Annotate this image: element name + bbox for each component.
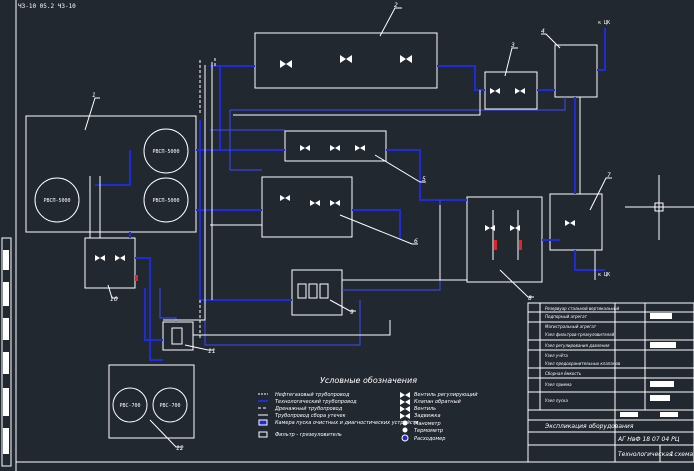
booster-box-10 — [84, 237, 136, 289]
tank-2 — [143, 128, 189, 174]
tb-row-6: Узел предохранительных клапанов — [545, 361, 621, 366]
cursor-crosshair — [625, 175, 694, 240]
tb-sheet-no: 1 — [670, 451, 674, 458]
legend-right-4: Манометр — [414, 421, 441, 427]
drain-tank-1-label: РВС-700 — [119, 403, 140, 409]
tank-farm-block — [25, 115, 197, 233]
drain-tank-1 — [112, 387, 148, 423]
red-markers — [135, 240, 522, 281]
callout-9: 9 — [350, 309, 354, 316]
drain-tank-block — [108, 364, 195, 439]
legend-right-0: Вентиль регулирующий — [414, 392, 478, 398]
callout-8: 8 — [528, 295, 532, 302]
callout-6: 6 — [414, 238, 418, 245]
equipment-boxes — [84, 32, 603, 351]
callout-4: 4 — [541, 28, 545, 35]
legend-left-4: Камера пуска очистных и диагностических … — [275, 420, 418, 426]
callout-numbers: 1 2 3 4 5 6 7 8 9 10 11 12 — [92, 2, 611, 452]
tank-3 — [143, 177, 189, 223]
legend-right-texts: Вентиль регулирующий Клапан обратный Вен… — [414, 392, 478, 442]
legend-left-5: Фильтр - грязеуловитель — [275, 432, 342, 438]
safety-box-9 — [291, 269, 343, 316]
callout-12: 12 — [176, 445, 184, 452]
title-block-rows: Резервуар стальной вертикальный Подпорны… — [545, 306, 621, 403]
legend-right-5: Термометр — [414, 428, 443, 434]
legend-left-2: Дренажный трубопровод — [274, 406, 343, 412]
legend-left-symbols — [258, 393, 268, 438]
tb-row-3: Узел фильтров-грязеуловителей — [545, 332, 615, 337]
outlet-label-top: к ЦК — [598, 20, 610, 26]
legend-left-3: Трубопровод сбора утечек — [275, 413, 346, 419]
tank-1-label: РВСП-5000 — [43, 198, 70, 204]
pump-symbols — [171, 210, 519, 345]
legend-left-0: Нефтегазовый трубопровод — [275, 392, 350, 398]
tb-diagram-title: Технологическая схема — [618, 451, 693, 458]
drain-tank-2 — [152, 387, 188, 423]
title-block — [527, 302, 694, 463]
legend-left-texts: Нефтегазовый трубопровод Технологический… — [274, 392, 418, 438]
pressure-box-8 — [466, 196, 543, 283]
collector-box-11 — [162, 321, 194, 351]
legend-title: Условные обозначения — [320, 376, 417, 385]
left-edge-ticks — [3, 250, 9, 454]
tb-sheet-title: Экспликация оборудования — [544, 423, 634, 430]
callout-1: 1 — [92, 92, 96, 99]
metering-box-5 — [284, 130, 387, 162]
main-pump-unit-box — [254, 32, 438, 89]
tank-2-label: РВСП-5000 — [152, 149, 179, 155]
tb-row-8: Узел приема — [545, 382, 572, 387]
tb-row-1: Подпорный агрегат — [545, 314, 588, 319]
tb-row-9: Узел пуска — [545, 398, 568, 403]
callout-7: 7 — [607, 172, 611, 179]
tb-doc-number: АГ НвФ 18 07 04 РЦ — [617, 436, 680, 443]
callout-10: 10 — [110, 296, 118, 303]
legend-right-2: Вентиль — [414, 406, 436, 412]
legend: Условные обозначения Нефтегазовый трубоп… — [258, 376, 478, 442]
legend-right-6: Расходомер — [414, 436, 445, 442]
valve-symbols — [95, 55, 575, 261]
tank-3-label: РВСП-5000 — [152, 198, 179, 204]
tb-row-2: Магистральный агрегат — [545, 324, 597, 329]
legend-right-1: Клапан обратный — [414, 399, 462, 405]
tb-row-4: Узел регулирования давления — [545, 343, 610, 348]
tank-1 — [34, 177, 80, 223]
drain-tank-2-label: РВС-700 — [159, 403, 180, 409]
callout-3: 3 — [511, 42, 515, 49]
tb-row-0: Резервуар стальной вертикальный — [545, 306, 620, 311]
dashed-lines — [199, 58, 216, 340]
outlet-label-bottom: к ЦК — [598, 272, 610, 278]
callout-5: 5 — [422, 176, 426, 183]
tb-filled-cells — [620, 313, 678, 417]
legend-right-3: Задвижка — [414, 413, 441, 419]
tb-row-5: Узел учёта — [545, 353, 568, 358]
legend-left-1: Технологический трубопровод — [275, 399, 357, 405]
corner-label: ЧЗ-10 05.2 ЧЗ-10 — [18, 3, 76, 10]
callout-leaders — [84, 7, 612, 448]
tb-row-7: Сборная ёмкость — [545, 371, 582, 376]
callout-2: 2 — [394, 2, 398, 9]
white-pipelines — [89, 62, 596, 336]
receiver-box-4 — [554, 44, 598, 98]
legend-right-symbols — [400, 392, 410, 442]
callout-11: 11 — [208, 348, 216, 355]
filter-box-6 — [261, 176, 353, 238]
